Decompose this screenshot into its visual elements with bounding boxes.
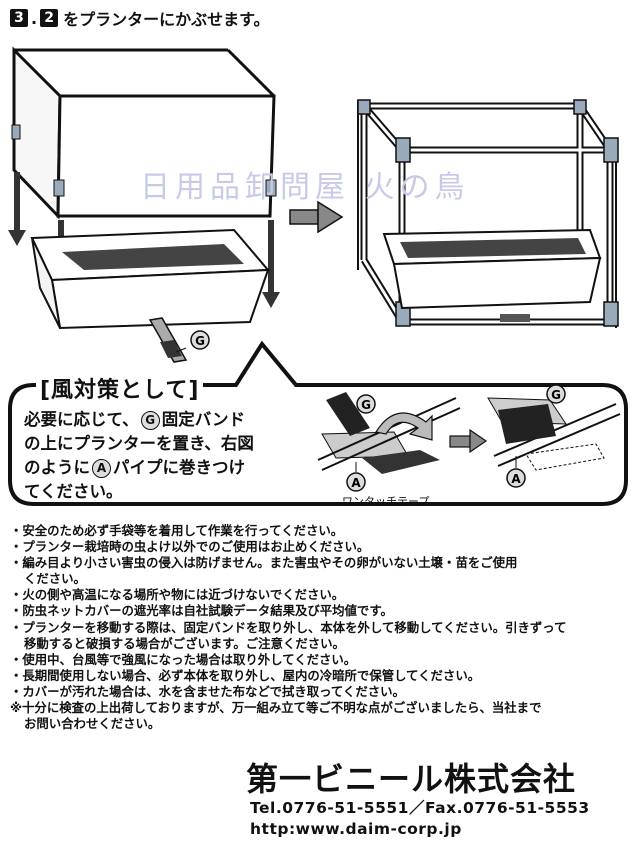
note-item-continued: 移動すると破損する場合がございます。ご注意ください。 <box>24 635 345 651</box>
wind-line-3-a: のように <box>24 458 90 477</box>
wind-section-title: [風対策として] <box>36 372 204 404</box>
company-phone-fax: Tel.0776-51-5551／Fax.0776-51-5553 <box>250 799 590 817</box>
note-item: ・火の側や高温になる場所や物には近づけないでください。 <box>10 587 345 603</box>
detail-arrow <box>449 428 488 454</box>
label-a-circle: A <box>92 459 111 478</box>
step-number-2: 2 <box>40 9 59 27</box>
label-a-step2: A <box>511 472 521 486</box>
wind-line-4: てください。 <box>24 482 123 501</box>
caution-notes: ・安全のため必ず手袋等を着用して作業を行ってください。 ・プランター栽培時の虫よ… <box>10 523 630 732</box>
note-item-continued: ください。 <box>24 571 86 587</box>
note-item: ・防虫ネットカバーの遮光率は自社試験データ結果及び平均値です。 <box>10 603 393 619</box>
fixing-band-left: G <box>148 317 210 363</box>
note-item: ・プランター栽培時の虫よけ以外でのご使用はお止めください。 <box>10 539 370 555</box>
note-item: ・使用中、台風等で強風になった場合は取り外してください。 <box>10 651 357 667</box>
band-wrap-step1: G A <box>317 392 461 492</box>
note-item: ・安全のため必ず手袋等を着用して作業を行ってください。 <box>10 523 344 538</box>
label-g-circle: G <box>140 411 160 430</box>
wind-line-3-b: パイプに巻きつけ <box>113 458 245 477</box>
note-item-continued: お問い合わせください。 <box>24 716 161 732</box>
note-item: ※十分に検査の上出荷しておりますが、万一組み立て等ご不明な点がございましたら、当… <box>10 700 542 716</box>
assembly-diagram: G <box>8 46 628 506</box>
note-item: ・カバーが汚れた場合は、水を含ませた布などで拭き取ってください。 <box>10 683 405 699</box>
planter-left <box>30 228 271 330</box>
wind-line-2: の上にプランターを置き、右図 <box>24 434 254 453</box>
wind-callout-box <box>8 340 628 506</box>
note-item: ・編み目より小さい害虫の侵入は防げません。また害虫やその卵がいない土壌・苗をご使… <box>10 555 518 571</box>
right-arrow <box>289 200 344 234</box>
note-item: ・長期間使用しない場合、必ず本体を取り外し、屋内の冷暗所で保管してください。 <box>10 667 481 683</box>
step-number-3: 3 <box>10 9 28 27</box>
band-wrap-step2: G A <box>487 384 621 488</box>
instruction-header: 3 . 2 をプランターにかぶせます。 <box>10 6 269 30</box>
label-a-step1: A <box>351 476 361 490</box>
planter-right <box>382 228 602 322</box>
wind-line-1-b: 固定バンド <box>161 410 246 429</box>
company-name: 第一ビニール株式会社 <box>246 760 577 798</box>
label-g-step2: G <box>551 388 561 402</box>
label-g-step1: G <box>361 398 371 412</box>
tape-label: ワンタッチテープ <box>342 495 430 508</box>
header-text: をプランターにかぶせます。 <box>63 10 270 29</box>
note-item: ・プランターを移動する際は、固定バンドを取り外し、本体を外して移動してください。… <box>10 619 567 635</box>
company-url: http:www.daim-corp.jp <box>250 820 462 838</box>
watermark-text: 日用品卸問屋 火の鳥 <box>140 170 470 205</box>
label-g-left: G <box>195 334 205 348</box>
wind-line-1-a: 必要に応じて、 <box>24 410 139 429</box>
net-cover-illustration <box>11 46 277 220</box>
step-separator: . <box>31 8 38 28</box>
